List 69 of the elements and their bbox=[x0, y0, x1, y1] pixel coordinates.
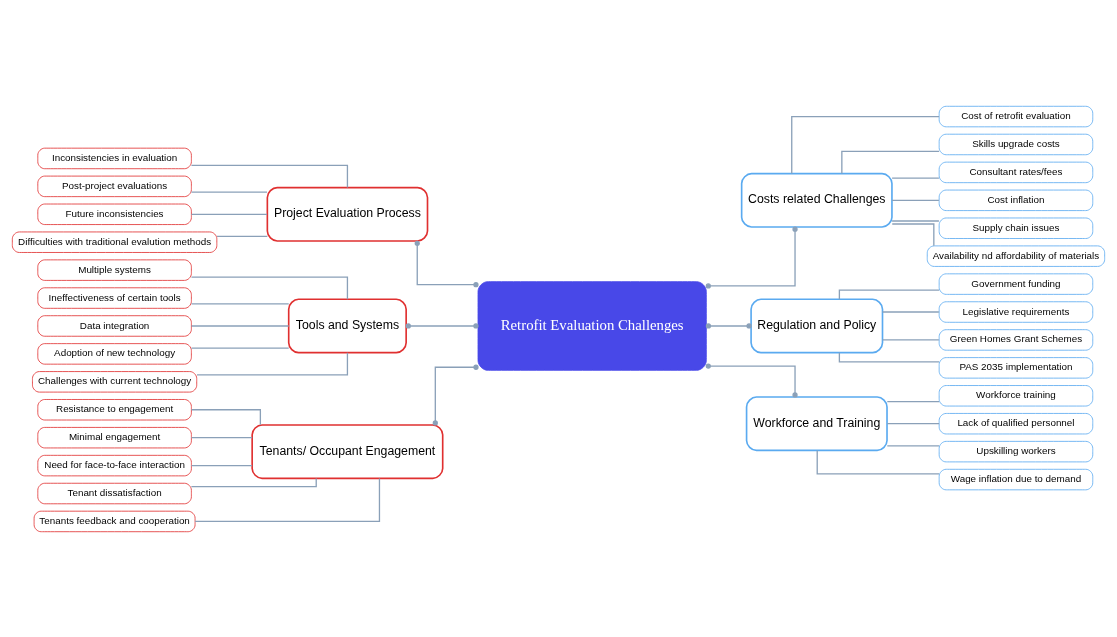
node-box: PAS 2035 implementation bbox=[938, 356, 1094, 379]
node-box: Data integration bbox=[37, 314, 192, 337]
node-box: Wage inflation due to demand bbox=[938, 468, 1094, 490]
node-box: Supply chain issues bbox=[938, 217, 1094, 239]
node-box: Regulation and Policy bbox=[750, 297, 884, 353]
node-box: Future inconsistencies bbox=[37, 203, 192, 225]
connector bbox=[414, 240, 479, 287]
connector bbox=[190, 324, 290, 327]
connector bbox=[190, 275, 349, 300]
connector bbox=[705, 226, 798, 288]
node-box: Government funding bbox=[938, 272, 1094, 295]
node-box: Difficulties with traditional evalution methods bbox=[11, 231, 218, 253]
connector bbox=[891, 199, 940, 201]
connector bbox=[881, 310, 940, 313]
node-box: Ineffectiveness of certain tools bbox=[37, 286, 192, 309]
connector bbox=[190, 408, 262, 426]
connector bbox=[881, 338, 940, 341]
connector bbox=[891, 219, 940, 222]
connector bbox=[432, 364, 479, 426]
connector bbox=[886, 444, 940, 447]
node-box: Cost of retrofit evaluation bbox=[938, 105, 1094, 127]
connector bbox=[194, 477, 381, 522]
connector bbox=[190, 464, 253, 466]
node-box: Adoption of new technology bbox=[37, 342, 192, 365]
node-box: Skills upgrade costs bbox=[938, 133, 1094, 155]
node-box: Need for face-to-face interaction bbox=[37, 454, 192, 476]
node-box: Retrofit Evaluation Challenges bbox=[477, 280, 707, 371]
connector bbox=[841, 150, 940, 174]
node-box: Tenants/ Occupant Engagement bbox=[251, 423, 444, 479]
connector bbox=[838, 288, 940, 300]
node-box: Upskilling workers bbox=[938, 440, 1094, 462]
connector bbox=[405, 322, 479, 329]
node-box: Tenant dissatisfaction bbox=[37, 482, 192, 504]
connector bbox=[791, 115, 940, 174]
node-box: Costs related Challenges bbox=[740, 172, 893, 228]
connector bbox=[891, 177, 940, 179]
node-box: Green Homes Grant Schemes bbox=[938, 328, 1094, 351]
connector bbox=[216, 235, 268, 237]
connector bbox=[705, 362, 798, 398]
connector bbox=[196, 351, 349, 375]
node-box: Challenges with current technology bbox=[32, 370, 198, 392]
connector bbox=[705, 322, 752, 329]
node-box: Post-project evaluations bbox=[37, 175, 192, 197]
node-box: Tenants feedback and cooperation bbox=[33, 510, 196, 532]
connector bbox=[190, 436, 253, 438]
node-box: Resistance to engagement bbox=[37, 398, 192, 420]
node-box: Minimal engagement bbox=[37, 426, 192, 448]
node-box: Project Evaluation Process bbox=[266, 186, 429, 242]
node-box: Consultant rates/fees bbox=[938, 161, 1094, 183]
connector bbox=[816, 449, 940, 474]
connector bbox=[190, 213, 268, 215]
connector bbox=[190, 477, 317, 487]
node-box: Multiple systems bbox=[37, 258, 192, 281]
connector bbox=[891, 222, 935, 246]
node-box: Legislative requirements bbox=[938, 300, 1094, 323]
connector bbox=[838, 351, 940, 362]
node-box: Availability nd affordability of materials bbox=[926, 245, 1106, 267]
connector bbox=[190, 347, 290, 349]
connector bbox=[190, 164, 349, 188]
connector bbox=[886, 400, 940, 402]
node-box: Tools and Systems bbox=[287, 297, 407, 353]
node-box: Workforce and Training bbox=[745, 395, 888, 451]
connector bbox=[190, 190, 268, 193]
connector bbox=[886, 422, 940, 424]
connector bbox=[190, 302, 290, 304]
node-box: Lack of qualified personnel bbox=[938, 412, 1094, 434]
node-box: Inconsistencies in evaluation bbox=[37, 147, 192, 169]
node-box: Workforce training bbox=[938, 384, 1094, 406]
node-box: Cost inflation bbox=[938, 189, 1094, 211]
